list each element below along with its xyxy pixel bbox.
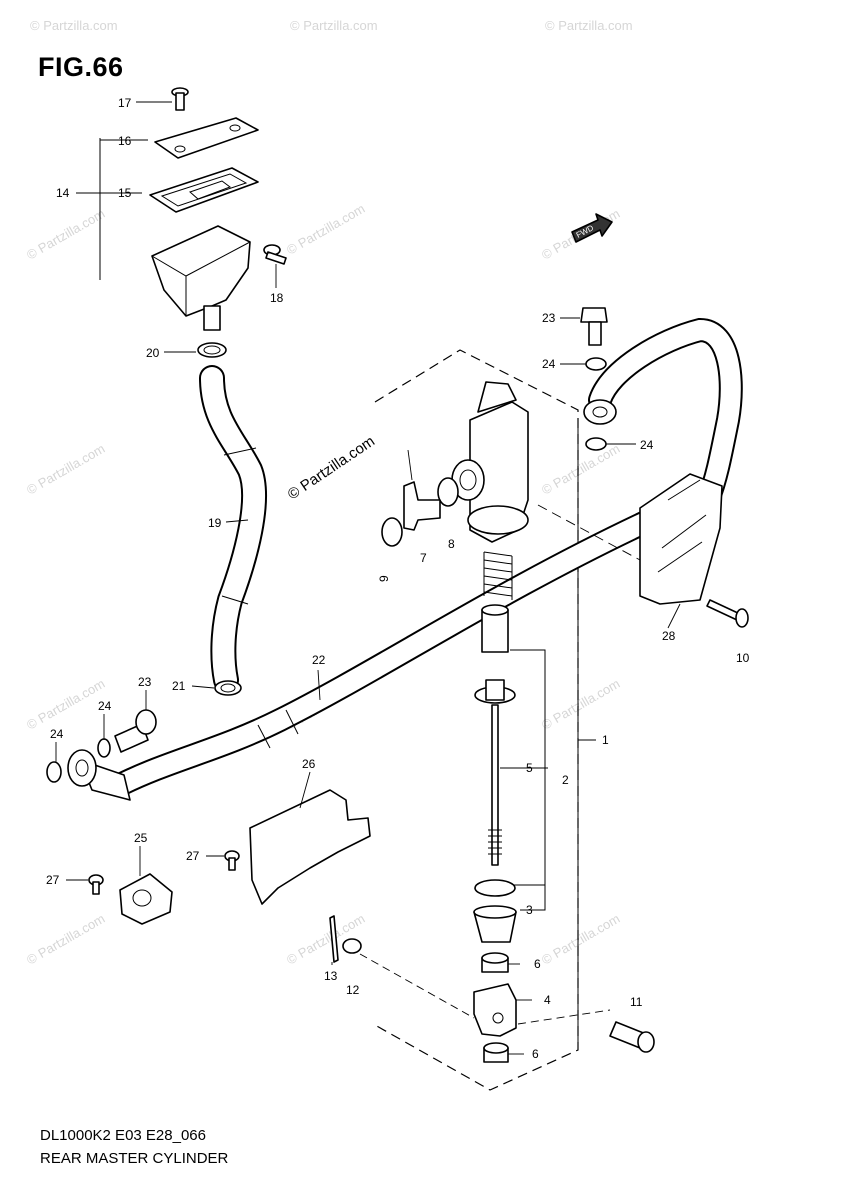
part-13-cotter-pin [329,915,339,963]
callout-15: 15 [118,186,132,200]
callout-6-upper: 6 [534,957,541,971]
part-24-washer [97,738,111,758]
callout-24-right-a: 24 [542,357,556,371]
callout-2: 2 [562,773,569,787]
part-27-screw [88,874,104,895]
part-6-nut [481,952,509,973]
callout-3: 3 [526,903,533,917]
callout-27-left: 27 [46,873,60,887]
callout-23-left: 23 [138,675,152,689]
part-23-banjo-bolt [114,709,157,753]
part-23-bolt [580,307,608,346]
watermark: © Partzilla.com [290,18,378,33]
callout-21: 21 [172,679,186,693]
callout-9: 9 [377,575,391,582]
callout-labels: 17 16 14 15 18 20 19 21 22 23 24 24 23 2… [46,96,750,1061]
part-24-washer [585,357,607,371]
callout-4: 4 [544,993,551,1007]
hose-end-fitting [67,749,131,801]
diagram-code: DL1000K2 E03 E28_066 [40,1127,206,1144]
part-16-plate [154,117,259,159]
callout-24-right-b: 24 [640,438,654,452]
part-20-clamp [197,342,227,358]
group-bracket-3 [520,885,546,911]
part-6-nut-lower [483,1042,509,1063]
callout-10: 10 [736,651,750,665]
watermark: © Partzilla.com [539,441,622,498]
watermark: © Partzilla.com [24,911,107,968]
callout-16: 16 [118,134,132,148]
part-24-washer [46,761,62,783]
master-cylinder-body [451,381,529,543]
part-21-clamp [214,680,242,696]
callout-25: 25 [134,831,148,845]
dust-boot [473,905,517,943]
callout-14: 14 [56,186,70,200]
circlip [474,879,516,897]
watermark: © Partzilla.com [539,676,622,733]
watermark: © Partzilla.com [545,18,633,33]
callout-13: 13 [324,969,338,983]
callout-11: 11 [630,995,643,1009]
part-27-screw [224,850,240,871]
part-17-screw [171,87,189,111]
part-11-pin [609,1021,655,1053]
callout-5: 5 [526,761,533,775]
figure-title: FIG.66 [38,52,124,82]
brand-note: © Partzilla.com [285,433,378,504]
part-7-connector [403,481,441,531]
banjo-fitting-right [583,399,617,425]
callout-24-left-a: 24 [98,699,112,713]
part-18-bolt [263,244,287,265]
callout-24-left-b: 24 [50,727,64,741]
callout-26: 26 [302,757,316,771]
callout-12: 12 [346,983,360,997]
callout-20: 20 [146,346,160,360]
callout-27-right: 27 [186,849,200,863]
callout-8: 8 [448,537,455,551]
watermark: © Partzilla.com [30,18,118,33]
part-15-diaphragm [149,167,259,213]
part-4-clevis [473,983,517,1037]
callout-7: 7 [420,551,427,565]
callout-17: 17 [118,96,132,110]
leader-lines [55,101,681,1055]
part-10-screw [706,599,749,628]
part-12-washer [342,938,362,954]
part-26-cover [249,789,371,905]
part-5-push-rod [474,679,516,866]
piston-spring [483,551,513,600]
part-9-circlip [381,517,403,547]
group-bracket-2 [510,649,546,886]
watermark: © Partzilla.com [284,201,367,258]
watermark: © Partzilla.com [24,676,107,733]
callout-1: 1 [602,733,609,747]
callout-19: 19 [208,516,222,530]
callout-6-lower: 6 [532,1047,539,1061]
watermark: © Partzilla.com [24,206,107,263]
callout-18: 18 [270,291,284,305]
callout-22: 22 [312,653,326,667]
diagram-caption: REAR MASTER CYLINDER [40,1150,229,1167]
watermark: © Partzilla.com [24,441,107,498]
part-24-washer [585,437,607,451]
part-8-o-ring [437,477,459,507]
part-14-reservoir [151,225,251,331]
part-28-bracket [639,473,723,605]
watermark: © Partzilla.com [539,911,622,968]
part-25-guide [119,873,173,925]
piston [481,604,509,653]
callout-28: 28 [662,629,676,643]
callout-23-right: 23 [542,311,556,325]
